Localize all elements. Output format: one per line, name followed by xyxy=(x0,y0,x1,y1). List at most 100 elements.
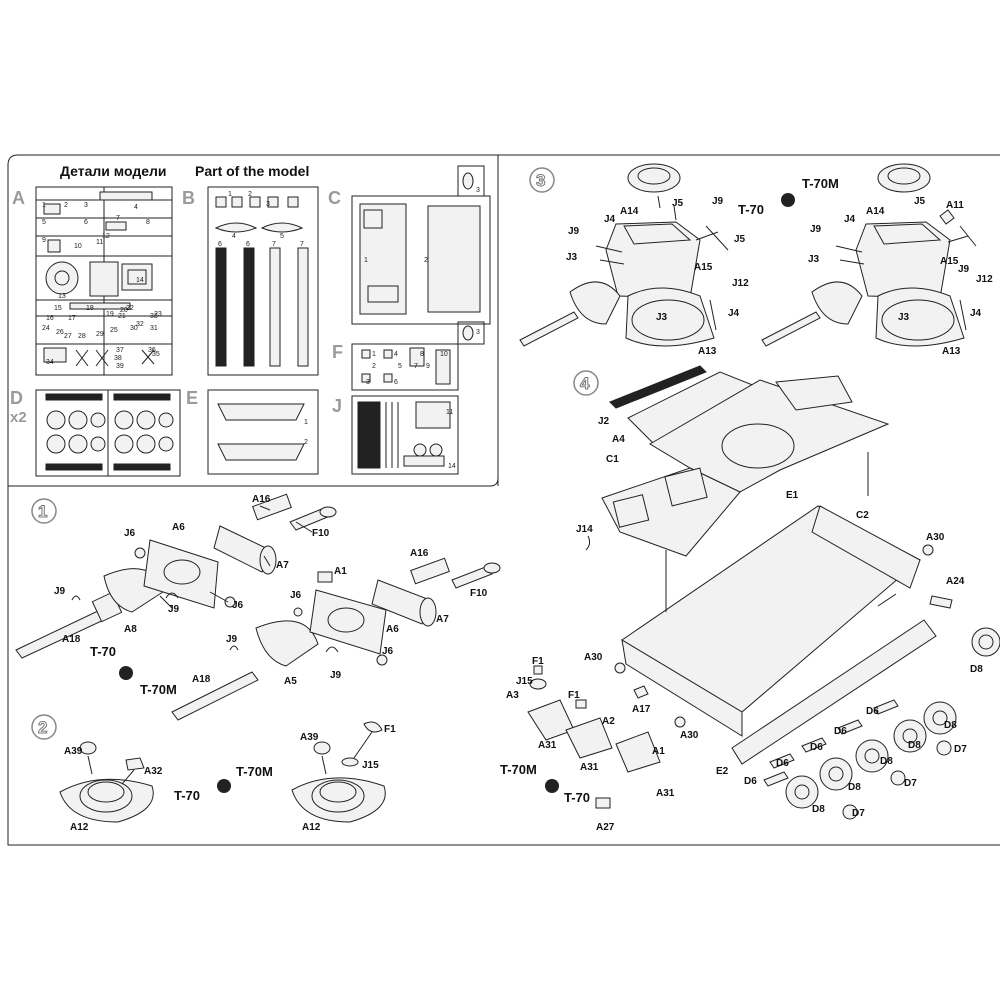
svg-text:A14: A14 xyxy=(620,206,639,217)
sprue-letter-d: D xyxy=(10,388,23,408)
svg-text:20: 20 xyxy=(120,307,128,314)
svg-text:J4: J4 xyxy=(728,308,740,319)
svg-text:A31: A31 xyxy=(656,788,675,799)
svg-text:A17: A17 xyxy=(632,704,651,715)
step1-t70m-labels: A1 A16 F10 A7 A6 J6 J6 J9 J9 A5 A18 xyxy=(192,548,488,687)
svg-text:34: 34 xyxy=(46,359,54,366)
svg-text:D8: D8 xyxy=(908,740,921,751)
svg-text:39: 39 xyxy=(116,363,124,370)
svg-text:A39: A39 xyxy=(64,746,83,757)
svg-text:T-70: T-70 xyxy=(174,788,200,803)
svg-text:1: 1 xyxy=(228,191,232,198)
svg-text:6: 6 xyxy=(246,241,250,248)
svg-text:3: 3 xyxy=(84,202,88,209)
svg-text:J12: J12 xyxy=(976,274,993,285)
svg-text:5: 5 xyxy=(280,233,284,240)
step-4-number: 4 xyxy=(580,374,590,393)
svg-text:D7: D7 xyxy=(904,778,917,789)
svg-text:A7: A7 xyxy=(436,614,449,625)
svg-text:A5: A5 xyxy=(284,676,297,687)
svg-text:J4: J4 xyxy=(970,308,982,319)
svg-text:E1: E1 xyxy=(786,490,799,501)
step4-hull-assembly xyxy=(527,365,1000,820)
svg-text:J9: J9 xyxy=(168,604,180,615)
svg-text:C1: C1 xyxy=(606,454,619,465)
sprue-d xyxy=(35,389,181,477)
svg-text:14: 14 xyxy=(448,463,456,470)
svg-text:10: 10 xyxy=(440,351,448,358)
svg-text:A18: A18 xyxy=(192,674,211,685)
svg-text:E2: E2 xyxy=(716,766,729,777)
svg-text:A16: A16 xyxy=(410,548,429,559)
step4-labels: J2 A4 C1 E1 C2 J14 A30 A24 D8 A30 F1 J15… xyxy=(500,416,983,833)
svg-text:J3: J3 xyxy=(898,312,910,323)
svg-text:12: 12 xyxy=(102,233,110,240)
svg-text:J6: J6 xyxy=(124,528,136,539)
svg-text:26: 26 xyxy=(56,329,64,336)
svg-text:A27: A27 xyxy=(596,822,615,833)
svg-text:A30: A30 xyxy=(680,730,699,741)
svg-text:3: 3 xyxy=(366,379,370,386)
svg-text:13: 13 xyxy=(58,293,66,300)
svg-text:6: 6 xyxy=(218,241,222,248)
sprue-f xyxy=(351,343,459,391)
svg-text:J9: J9 xyxy=(226,634,238,645)
svg-text:2: 2 xyxy=(304,439,308,446)
svg-text:F1: F1 xyxy=(568,690,580,701)
svg-text:J6: J6 xyxy=(382,646,394,657)
svg-text:J5: J5 xyxy=(672,198,684,209)
svg-text:3: 3 xyxy=(476,187,480,194)
sprue-c-end-bottom xyxy=(457,321,485,345)
svg-text:1: 1 xyxy=(364,257,368,264)
svg-text:D8: D8 xyxy=(812,804,825,815)
svg-text:J5: J5 xyxy=(734,234,746,245)
svg-text:15: 15 xyxy=(54,305,62,312)
step-3-marker xyxy=(529,167,555,193)
step3-t70m-labels: J5 A11 J9 J4 A14 J3 A15 J9 J12 J3 J4 A13 xyxy=(808,196,993,357)
svg-text:D8: D8 xyxy=(944,720,957,731)
svg-text:3: 3 xyxy=(266,201,270,208)
sprue-letter-b: B xyxy=(182,188,195,208)
svg-text:30: 30 xyxy=(130,325,138,332)
svg-text:A18: A18 xyxy=(62,634,81,645)
svg-text:4: 4 xyxy=(394,351,398,358)
svg-text:D6: D6 xyxy=(866,706,879,717)
sprue-letter-e: E xyxy=(186,388,198,408)
svg-text:D8: D8 xyxy=(970,664,983,675)
svg-text:1: 1 xyxy=(372,351,376,358)
svg-text:J9: J9 xyxy=(958,264,970,275)
svg-text:33: 33 xyxy=(150,313,158,320)
svg-text:J9: J9 xyxy=(330,670,342,681)
svg-text:A13: A13 xyxy=(698,346,717,357)
sprue-d-qty: x2 xyxy=(10,409,27,426)
svg-text:J3: J3 xyxy=(808,254,820,265)
svg-text:2: 2 xyxy=(248,191,252,198)
svg-text:5: 5 xyxy=(398,363,402,370)
sprue-c-end-top xyxy=(457,165,485,197)
svg-text:D7: D7 xyxy=(852,808,865,819)
sprue-letter-c: C xyxy=(328,188,341,208)
svg-text:7: 7 xyxy=(272,241,276,248)
svg-text:D8: D8 xyxy=(848,782,861,793)
svg-text:J9: J9 xyxy=(712,196,724,207)
svg-text:F10: F10 xyxy=(470,588,488,599)
step-2-number: 2 xyxy=(38,718,47,737)
svg-text:37: 37 xyxy=(116,347,124,354)
svg-text:J9: J9 xyxy=(568,226,580,237)
svg-text:9: 9 xyxy=(426,363,430,370)
svg-text:D8: D8 xyxy=(880,756,893,767)
svg-text:16: 16 xyxy=(46,315,54,322)
svg-text:J9: J9 xyxy=(54,586,66,597)
svg-text:A31: A31 xyxy=(580,762,599,773)
svg-text:4: 4 xyxy=(232,233,236,240)
svg-text:8: 8 xyxy=(146,219,150,226)
svg-text:A8: A8 xyxy=(124,624,137,635)
step2-t70-labels: A39 A32 A12 T-70M T-70 xyxy=(64,746,273,833)
sprue-e-numbers: 12 xyxy=(304,419,308,446)
svg-text:A39: A39 xyxy=(300,732,319,743)
svg-text:J6: J6 xyxy=(232,600,244,611)
svg-text:T-70M: T-70M xyxy=(140,682,177,697)
sprue-a xyxy=(35,186,173,376)
svg-text:F10: F10 xyxy=(312,528,330,539)
